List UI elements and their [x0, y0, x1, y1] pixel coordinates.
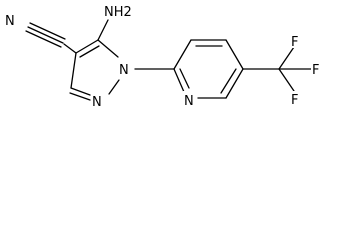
fluorine-right-label: F — [312, 63, 319, 78]
py-n-c2-bond — [173, 68, 185, 93]
pyrazole-n2-label: N — [92, 95, 102, 110]
c5-n1-bond — [97, 39, 119, 58]
n2-c3-double — [69, 92, 91, 101]
c4-c5-double — [79, 45, 100, 58]
c5-nh2-bond — [97, 19, 109, 41]
amino-label: NH2 — [104, 5, 132, 20]
py-c2-c3-bond — [173, 39, 192, 70]
n2-c3-bond — [70, 87, 91, 96]
chemical-structure: N NH2 N N N F F F — [3, 5, 322, 110]
nitrile-bond-3 — [29, 22, 66, 40]
c3-c4-bond — [70, 52, 77, 89]
fluorine-top-label: F — [291, 35, 298, 50]
py-c5-c6-bond — [225, 68, 244, 99]
nitrile-bond-1 — [27, 26, 64, 44]
structure-canvas: N NH2 N N N F F F — [3, 5, 322, 110]
cf-bottom-bond — [278, 68, 295, 92]
nitrile-bond-2 — [25, 30, 62, 48]
fluorine-bottom-label: F — [291, 93, 298, 108]
nitrile-nitrogen-label: N — [5, 14, 15, 29]
py-c4-c5-bond — [225, 39, 244, 70]
atoms: N NH2 N N N F F F — [3, 5, 322, 110]
bonds — [25, 19, 312, 101]
py-n-c2-double — [179, 68, 190, 89]
c4-c5-bond — [75, 39, 99, 54]
c-cn-bond — [63, 43, 77, 54]
pyrazole-n1-label: N — [119, 63, 129, 78]
py-c5-c6-double — [220, 68, 237, 94]
n1-n2-bond — [108, 79, 120, 95]
cf-top-bond — [278, 46, 295, 70]
pyridine-nitrogen-label: N — [184, 94, 194, 109]
